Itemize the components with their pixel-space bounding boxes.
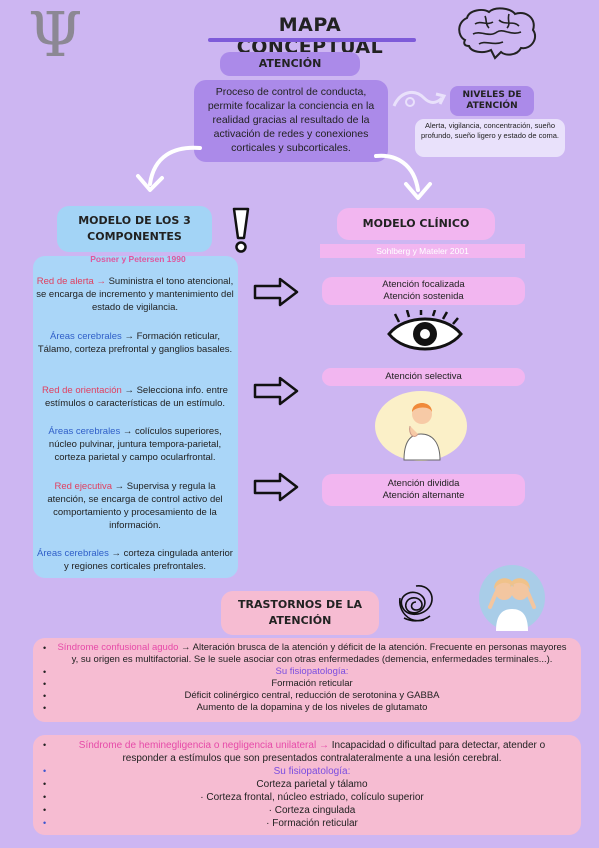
eye-icon — [387, 310, 463, 351]
list-item: • · Corteza frontal, núcleo estriado, co… — [43, 792, 424, 803]
areas-label: Áreas cerebrales — [48, 426, 121, 437]
list-item: • Aumento de la dopamina y de los nivele… — [43, 702, 428, 713]
exclamation-icon — [232, 207, 250, 253]
red-ejecutiva-text: Red ejecutiva → Supervisa y regula la at… — [47, 481, 223, 531]
outline-arrow-icon — [253, 277, 299, 307]
arrow-icon: → — [318, 740, 329, 751]
sindrome-heminegligencia-box: • Síndrome de heminegligencia o negligen… — [33, 735, 581, 835]
arrow-icon: → — [111, 548, 121, 559]
outline-arrow-icon — [253, 376, 299, 406]
clinico-box-1: Atención focalizada Atención sostenida — [322, 277, 525, 305]
fisiopatologia-label: Su fisiopatología: — [273, 766, 351, 777]
sindrome-confusional-label: Síndrome confusional agudo — [57, 642, 179, 653]
modelo3-heading: MODELO DE LOS 3 COMPONENTES — [57, 206, 212, 252]
confused-woman-icon — [479, 565, 545, 631]
sindrome-heminegligencia-item: • Síndrome de heminegligencia o negligen… — [43, 740, 546, 764]
curved-arrow-right-icon — [374, 153, 432, 200]
trastornos-heading: TRASTORNOS DE LA ATENCIÓN — [221, 591, 379, 635]
red-alerta-text: Red de alerta → Suministra el tono atenc… — [36, 276, 234, 313]
curved-arrow-icon — [392, 90, 447, 107]
modelo3-author: Posner y Petersen 1990 — [90, 254, 186, 264]
thinking-person-icon — [375, 391, 467, 461]
atencion-definition: Proceso de control de conducta, permite … — [194, 80, 388, 162]
clinico-item-selectiva: Atención selectiva — [322, 368, 525, 386]
arrow-icon: → — [181, 642, 191, 653]
arrow-icon: → — [124, 385, 134, 396]
clinico-item-alternante: Atención alternante — [382, 490, 465, 501]
list-item: • Formación reticular — [43, 678, 353, 689]
scribble-icon — [399, 585, 433, 622]
arrow-icon: → — [124, 331, 134, 342]
areas-label: Áreas cerebrales — [49, 331, 122, 342]
red-ejecutiva-label: Red ejecutiva — [54, 481, 113, 492]
red-orientacion-text: Red de orientación → Selecciona info. en… — [42, 385, 228, 409]
fisiopatologia-row: • Su fisiopatología: — [43, 666, 349, 677]
areas-label: Áreas cerebrales — [37, 548, 109, 559]
clinico-item-sostenida: Atención sostenida — [383, 291, 464, 302]
sindrome-heminegligencia-label: Síndrome de heminegligencia o negligenci… — [78, 740, 317, 751]
list-item: • Déficit colinérgico central, reducción… — [43, 690, 440, 701]
clinico-item-focalizada: Atención focalizada — [382, 279, 465, 290]
curved-arrow-left-icon — [136, 145, 202, 192]
sindrome-confusional-item: • Síndrome confusional agudo → Alteració… — [43, 642, 567, 665]
arrow-icon: → — [96, 276, 106, 287]
niveles-heading: NIVELES DE ATENCIÓN — [450, 86, 534, 116]
sindrome-confusional-box: • Síndrome confusional agudo → Alteració… — [33, 638, 581, 722]
red-ejecutiva-areas: Áreas cerebrales → corteza cingulada ant… — [37, 548, 233, 572]
red-alerta-label: Red de alerta — [36, 276, 94, 287]
outline-arrow-icon — [253, 472, 299, 502]
arrow-icon: → — [114, 481, 125, 492]
clinico-box-2: Atención dividida Atención alternante — [322, 474, 525, 506]
list-item: • · Formación reticular — [43, 818, 358, 829]
modelo-clinico-heading: MODELO CLÍNICO — [337, 208, 495, 240]
atencion-heading: ATENCIÓN — [220, 52, 360, 76]
red-alerta-areas: Áreas cerebrales → Formación reticular, … — [37, 331, 233, 355]
red-orientacion-areas: Áreas cerebrales → colículos superiores,… — [48, 426, 222, 463]
clinico-item-dividida: Atención dividida — [387, 478, 460, 489]
brain-icon — [458, 7, 537, 60]
modelo3-panel — [33, 256, 238, 578]
red-orientacion-label: Red de orientación — [42, 385, 122, 396]
title-underline — [208, 38, 416, 42]
list-item: • · Corteza cingulada — [43, 805, 356, 816]
modelo-clinico-author: Sohlberg y Mateler 2001 — [320, 244, 525, 258]
fisiopatologia-row: • Su fisiopatología: — [43, 766, 351, 777]
arrow-icon: → — [122, 426, 133, 437]
list-item: • Corteza parietal y tálamo — [43, 779, 368, 790]
psi-logo: Ψ — [28, 0, 83, 71]
niveles-text: Alerta, vigilancia, concentración, sueño… — [415, 119, 565, 157]
fisiopatologia-label: Su fisiopatología: — [275, 666, 349, 677]
